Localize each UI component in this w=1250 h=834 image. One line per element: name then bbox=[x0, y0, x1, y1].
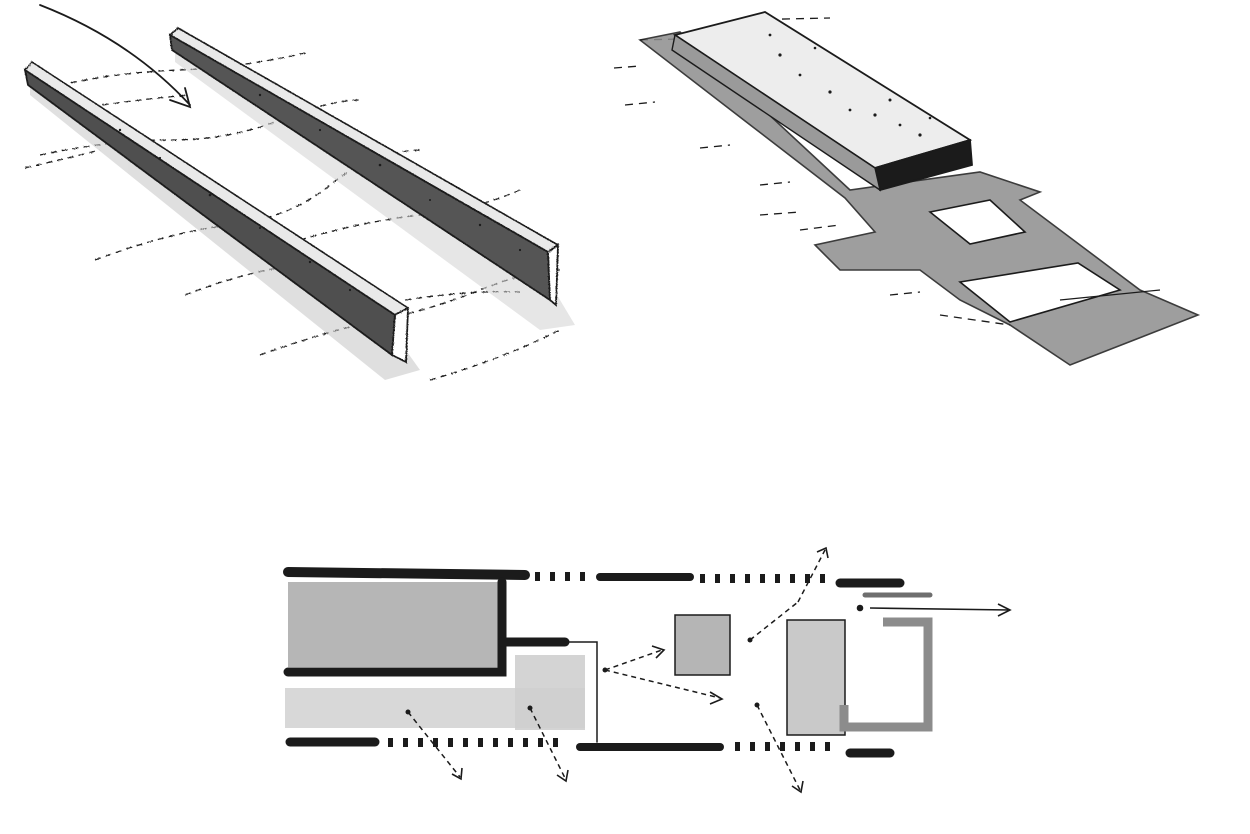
left-wall bbox=[23, 60, 410, 364]
sketch-parallel-walls bbox=[0, 0, 600, 400]
sketch-raised-slab bbox=[600, 0, 1250, 400]
plan-permeable-walls bbox=[388, 572, 830, 751]
plan-drawing bbox=[283, 546, 1012, 794]
right-wall bbox=[168, 27, 560, 307]
dashed-arrow-heads bbox=[451, 546, 829, 794]
sketch-floor-plan bbox=[260, 520, 1040, 820]
slab-texture bbox=[768, 33, 932, 137]
dashed-arrow-icon bbox=[407, 549, 826, 791]
wall-texture bbox=[118, 93, 522, 292]
raised-slab bbox=[671, 11, 973, 192]
plan-shading bbox=[285, 582, 933, 736]
arrow-icon bbox=[39, 4, 192, 109]
plan-walls bbox=[283, 567, 933, 758]
walls-drawing bbox=[23, 4, 575, 381]
arrow-origin-dots bbox=[405, 637, 760, 715]
slab-drawing bbox=[613, 11, 1201, 366]
ground-plan-shading bbox=[638, 31, 1201, 366]
arrow-icon bbox=[856, 603, 1012, 617]
